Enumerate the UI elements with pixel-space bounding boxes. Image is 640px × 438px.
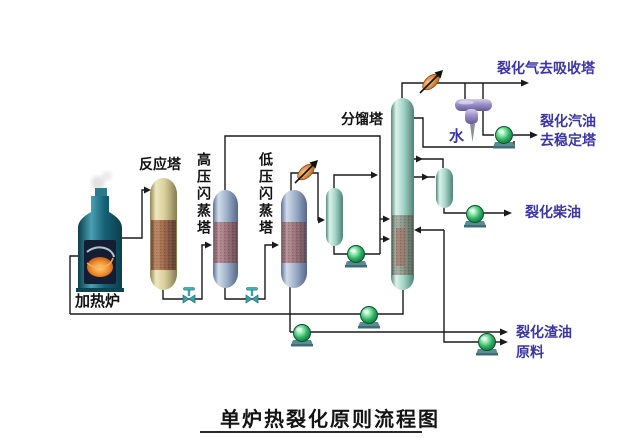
butterfly-valve-icon xyxy=(294,159,319,184)
fractionation-tower-label: 分馏塔 xyxy=(341,111,383,127)
water-label: 水 xyxy=(449,128,465,145)
pump-icon xyxy=(475,333,499,356)
pump-icon xyxy=(357,306,381,329)
feed-label: 原料 xyxy=(516,344,544,360)
furnace-label: 加热炉 xyxy=(75,293,121,310)
pump-icon xyxy=(344,245,368,268)
side-stripper-right xyxy=(436,168,453,208)
condenser xyxy=(455,99,492,142)
title-underline xyxy=(200,431,422,433)
fractionation-tower xyxy=(391,98,414,290)
reaction-tower xyxy=(150,178,177,290)
pump-icon xyxy=(463,205,487,228)
hp-flash-tower-label: 高压闪蒸塔 xyxy=(196,152,212,237)
pump-icon xyxy=(492,126,516,149)
gate-valve-icon xyxy=(182,287,196,304)
flow-arrowheads xyxy=(144,79,538,346)
diagram-title: 单炉热裂化原则流程图 xyxy=(220,409,440,431)
cracked-gasoline-line2: 去稳定塔 xyxy=(540,132,596,148)
cracked-gasoline-line1: 裂化汽油 xyxy=(540,113,596,129)
cracked-residue-label: 裂化渣油 xyxy=(516,324,572,340)
cracked-gasoline-label: 裂化汽油 去稳定塔 xyxy=(540,112,596,150)
butterfly-valve-icon xyxy=(419,69,444,94)
cracked-diesel-label: 裂化柴油 xyxy=(525,204,581,220)
furnace xyxy=(76,171,124,292)
condensate-drip xyxy=(470,124,475,142)
cracked-gas-label: 裂化气去吸收塔 xyxy=(497,60,595,76)
hp-flash-tower xyxy=(213,190,238,288)
reaction-tower-label: 反应塔 xyxy=(139,156,181,172)
lp-flash-tower xyxy=(281,190,307,288)
pump-icon xyxy=(290,324,314,347)
lp-flash-tower-label: 低压闪蒸塔 xyxy=(258,152,274,237)
gate-valve-icon xyxy=(245,287,259,304)
side-stripper-left xyxy=(326,188,343,246)
